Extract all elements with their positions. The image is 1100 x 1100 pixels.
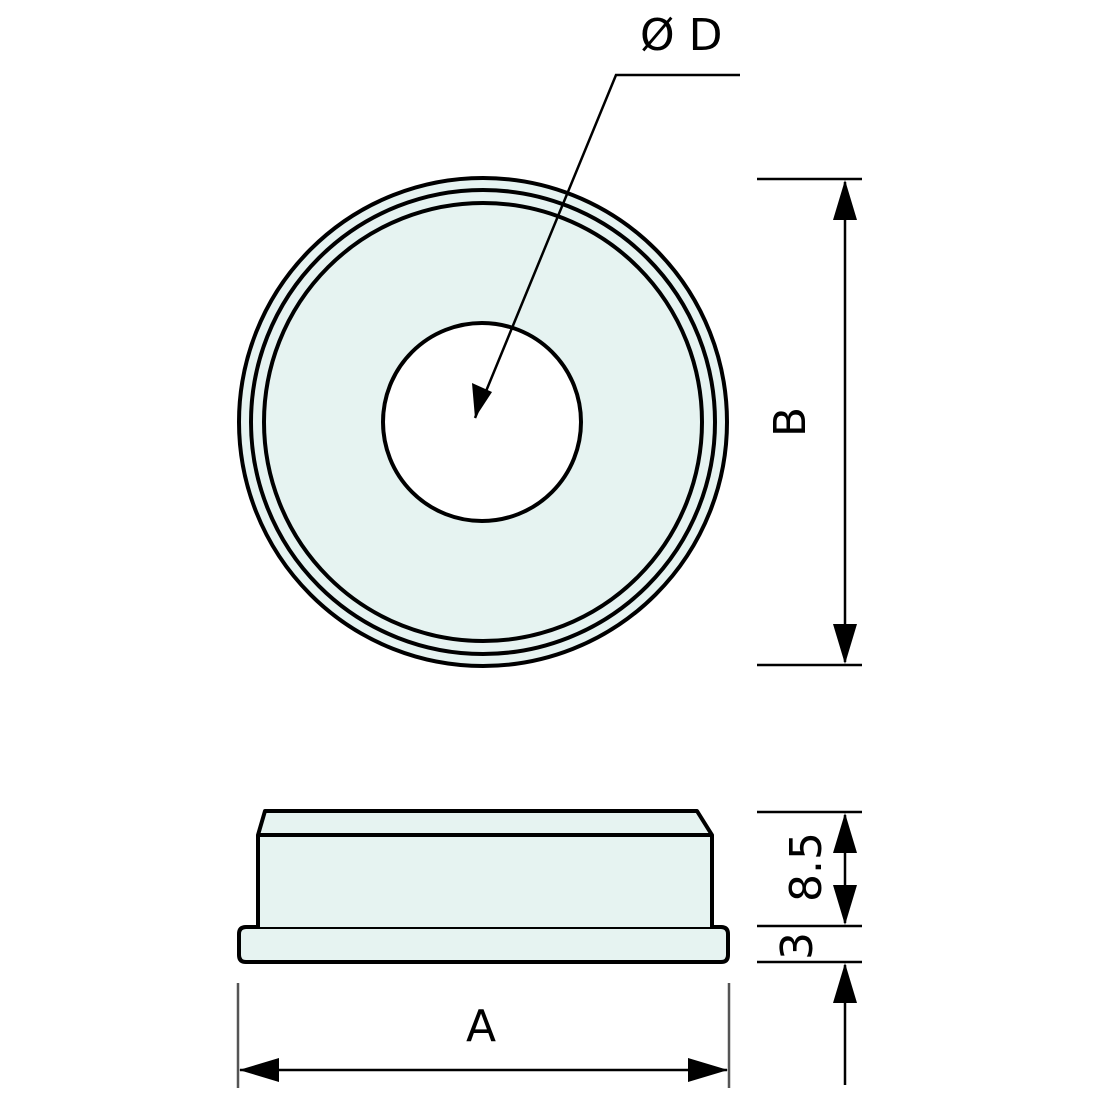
dimension-heights xyxy=(757,810,862,1085)
dimension-a xyxy=(236,983,731,1088)
diameter-leader xyxy=(472,73,740,419)
diameter-label: Ø D xyxy=(640,10,723,61)
body-height-label: 8.5 xyxy=(780,832,832,902)
width-a-label: A xyxy=(466,1001,497,1052)
center-hole xyxy=(381,321,583,523)
flange-height-label: 3 xyxy=(772,932,823,960)
dimension-b xyxy=(757,177,862,667)
body xyxy=(256,809,714,927)
top-view xyxy=(237,176,729,668)
height-b-label: B xyxy=(765,406,817,438)
side-view xyxy=(237,809,730,964)
flange xyxy=(237,925,730,964)
